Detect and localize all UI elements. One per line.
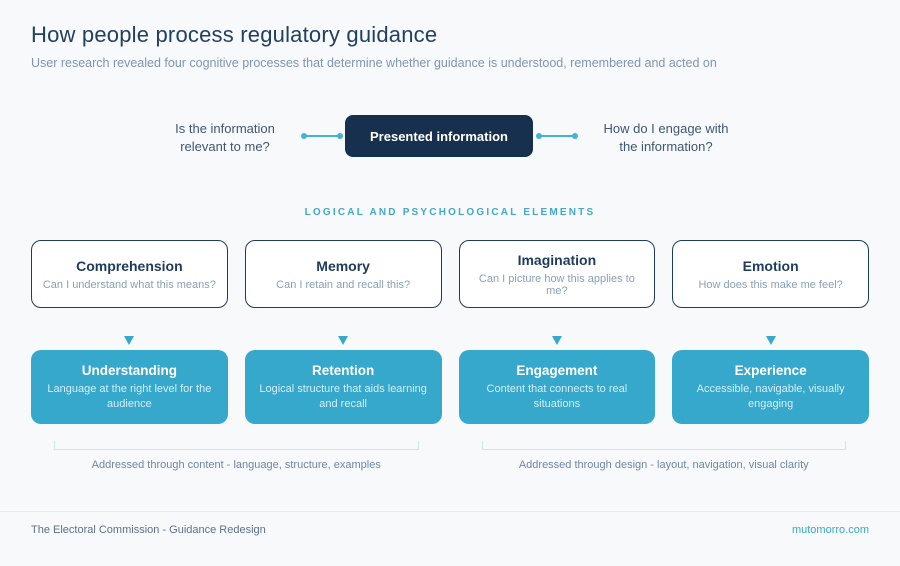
column-memory: Memory Can I retain and recall this? Ret… <box>244 240 442 424</box>
brace-label: Addressed through content - language, st… <box>91 459 381 471</box>
column-comprehension: Comprehension Can I understand what this… <box>31 240 228 424</box>
hub-right-question: How do I engage with the information? <box>603 121 729 154</box>
process-card-question: Can I retain and recall this? <box>276 278 411 291</box>
outcome-card-title: Engagement <box>516 363 598 379</box>
process-card: Emotion How does this make me feel? <box>672 240 869 308</box>
outcome-card-desc: Content that connects to real situations <box>486 383 628 410</box>
process-card: Memory Can I retain and recall this? <box>244 240 442 308</box>
header: How people process regulatory guidance U… <box>31 22 869 70</box>
brace-content: Addressed through content - language, st… <box>31 441 442 471</box>
down-arrow-icon <box>124 312 135 345</box>
outcome-card: Engagement Content that connects to real… <box>458 350 656 424</box>
outcome-card-title: Retention <box>312 363 375 379</box>
brace-label: Addressed through design - layout, navig… <box>518 459 809 471</box>
process-card: Comprehension Can I understand what this… <box>31 240 228 308</box>
outcome-card-desc: Accessible, navigable, visually engaging <box>696 383 845 410</box>
down-arrow-icon <box>338 312 349 345</box>
process-card-title: Emotion <box>742 257 799 274</box>
connector-line-right <box>536 133 578 139</box>
process-card: Imagination Can I picture how this appli… <box>458 240 656 308</box>
page-subtitle: User research revealed four cognitive pr… <box>31 56 717 70</box>
page-title: How people process regulatory guidance <box>31 22 438 47</box>
section-label: LOGICAL AND PSYCHOLOGICAL ELEMENTS <box>304 207 596 218</box>
brace-row: Addressed through content - language, st… <box>31 441 869 471</box>
outcome-card-desc: Language at the right level for the audi… <box>47 383 212 410</box>
column-imagination: Imagination Can I picture how this appli… <box>458 240 656 424</box>
down-arrow-icon <box>551 312 562 345</box>
presented-information-node: Presented information <box>345 115 533 157</box>
footer-project-label: The Electoral Commission - Guidance Rede… <box>31 524 266 536</box>
column-emotion: Emotion How does this make me feel? Expe… <box>672 240 869 424</box>
footer-divider <box>0 511 900 512</box>
process-card-question: Can I picture how this applies to me? <box>478 272 635 297</box>
outcome-card: Understanding Language at the right leve… <box>31 350 228 424</box>
process-card-title: Imagination <box>517 251 597 268</box>
outcome-card-title: Understanding <box>81 363 177 379</box>
outcome-card: Retention Logical structure that aids le… <box>244 350 442 424</box>
down-arrow-icon <box>765 312 776 345</box>
process-card-question: How does this make me feel? <box>698 278 843 291</box>
outcome-card-title: Experience <box>734 363 807 379</box>
process-card-title: Comprehension <box>76 257 183 274</box>
hub-left-question: Is the information relevant to me? <box>175 121 275 154</box>
bracket-shape <box>481 441 846 450</box>
outcome-card-desc: Logical structure that aids learning and… <box>259 383 427 410</box>
process-card-title: Memory <box>316 257 370 274</box>
brace-design: Addressed through design - layout, navig… <box>459 441 870 471</box>
footer-site-link[interactable]: mutomorro.com <box>791 524 869 536</box>
bracket-shape <box>54 441 419 450</box>
process-card-question: Can I understand what this means? <box>42 278 216 291</box>
connector-line-left <box>301 133 343 139</box>
outcome-card: Experience Accessible, navigable, visual… <box>672 350 869 424</box>
process-columns: Comprehension Can I understand what this… <box>31 240 869 424</box>
